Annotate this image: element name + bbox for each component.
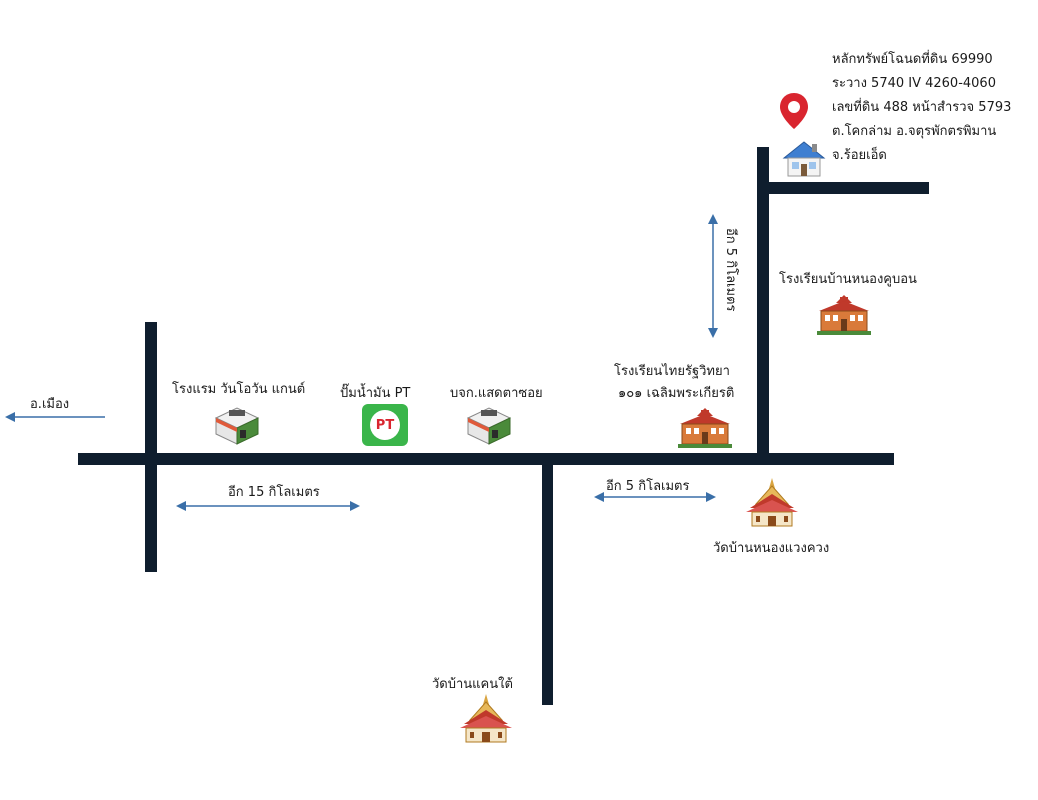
company-label: บจก.แสดตาซอย [450, 386, 543, 401]
address-block: หลักทรัพย์โฉนดที่ดิน 69990 ระวาง 5740 IV… [832, 48, 1011, 168]
distance-north-label: อีก 5 กิโลเมตร [723, 228, 738, 312]
address-line-deed: หลักทรัพย์โฉนดที่ดิน 69990 [832, 52, 993, 67]
temple-icon [746, 478, 798, 527]
south-road-vertical [542, 453, 553, 705]
north-branch-road [757, 182, 929, 194]
location-pin-icon [780, 93, 808, 129]
distance-north-arrow [708, 214, 718, 338]
address-line-district: ต.โคกล่าม อ.จตุรพักตรพิมาน [832, 124, 997, 139]
temple-nongwaengkhuang-label: วัดบ้านหนองแวงควง [713, 541, 830, 556]
address-line-parcel: เลขที่ดิน 488 หน้าสำรวจ 5793 [832, 100, 1012, 115]
shop-icon [466, 407, 512, 445]
north-road-vertical [757, 147, 769, 455]
school-thairat-label-line1: โรงเรียนไทยรัฐวิทยา [614, 364, 730, 379]
address-line-province: จ.ร้อยเอ็ด [832, 148, 887, 163]
school-thairat-label-line2: ๑๐๑ เฉลิมพระเกียรติ [618, 386, 735, 401]
temple-icon [460, 694, 512, 743]
gas-station-label: ปั๊มน้ำมัน PT [340, 386, 411, 401]
distance-east-arrow [594, 492, 716, 502]
distance-west-arrow [176, 501, 360, 511]
address-line-sheet: ระวาง 5740 IV 4260-4060 [832, 76, 996, 91]
school-icon [678, 408, 732, 448]
house-icon [782, 141, 826, 177]
shop-icon [214, 407, 260, 445]
city-direction-arrow [5, 412, 105, 422]
west-road-vertical [145, 322, 157, 572]
hotel-label: โรงแรม วันโอวัน แกนต์ [172, 382, 306, 397]
school-nongkhubon-label: โรงเรียนบ้านหนองคูบอน [779, 272, 917, 287]
main-road-horizontal [78, 453, 894, 465]
temple-khaentai-label: วัดบ้านแคนใต้ [432, 677, 513, 692]
pt-logo-icon: PT [362, 404, 408, 446]
school-icon [817, 295, 871, 335]
city-direction-label: อ.เมือง [30, 397, 70, 412]
pt-logo-text: PT [375, 417, 395, 433]
distance-east-label: อีก 5 กิโลเมตร [606, 479, 690, 494]
distance-west-label: อีก 15 กิโลเมตร [228, 485, 320, 500]
